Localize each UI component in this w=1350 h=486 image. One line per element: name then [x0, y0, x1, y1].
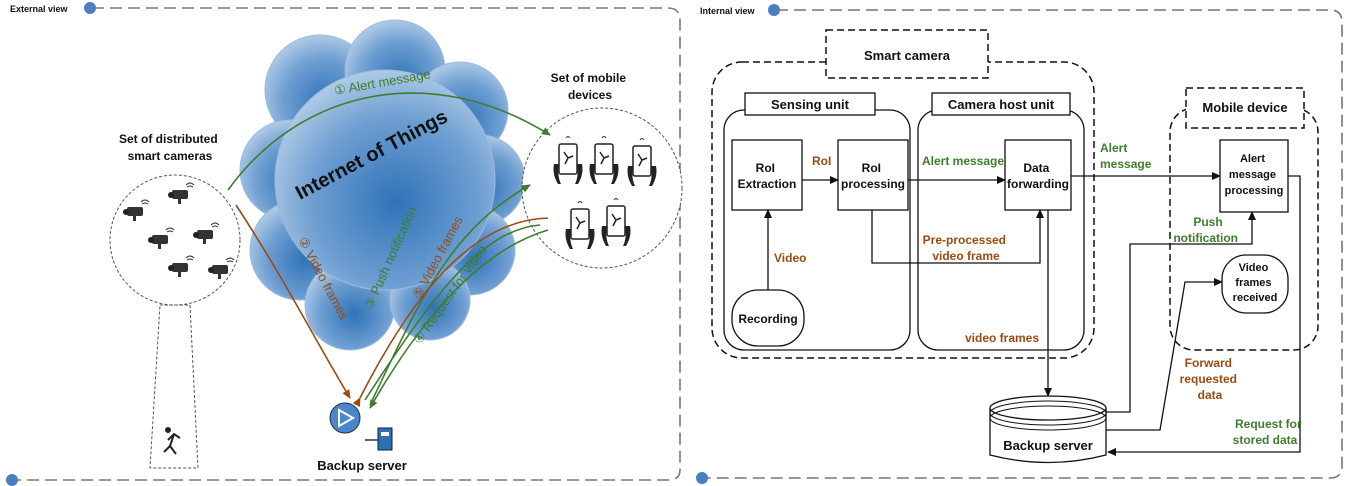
external-view-panel: External view — [6, 2, 681, 486]
internal-view-dot-bottom — [696, 472, 708, 484]
svg-text:RoI Extraction: RoI Extraction — [738, 161, 797, 191]
smart-camera-container: Smart camera — [711, 29, 1095, 359]
iot-cloud: Internet of Things — [239, 19, 526, 351]
svg-text:Data forwarding: Data forwarding — [1007, 161, 1069, 191]
internal-view-label: Internal view — [700, 6, 756, 16]
camera-host-unit-label: Camera host unit — [948, 97, 1055, 112]
video-frames-received-block: Video frames received — [1221, 254, 1289, 314]
data-forwarding-block: Data forwarding — [1004, 139, 1072, 211]
label-video: Video — [774, 251, 806, 265]
label-roi: RoI — [812, 154, 831, 168]
cameras-title: Set of distributed smart cameras — [119, 132, 221, 163]
label-alert-message-2: Alert message — [1100, 141, 1152, 171]
mobile-title: Set of mobile devices — [551, 71, 630, 102]
mobile-device-label: Mobile device — [1202, 100, 1287, 115]
external-view-label: External view — [10, 4, 69, 14]
sensing-unit-label: Sensing unit — [771, 97, 850, 112]
alert-processing-block: Alert message processing — [1219, 139, 1289, 213]
roi-extraction-block: RoI Extraction — [731, 139, 803, 211]
backup-server-internal: Backup server — [989, 395, 1107, 464]
recording-block: Recording — [731, 289, 805, 347]
backup-server-label-external: Backup server — [317, 458, 407, 473]
label-forward-requested: Forward requested data — [1180, 356, 1241, 402]
smart-camera-label: Smart camera — [864, 48, 951, 63]
backup-server-label: Backup server — [1003, 438, 1093, 453]
cameras-group: Set of distributed smart cameras — [109, 132, 241, 469]
mobile-device-container: Mobile device — [1169, 87, 1319, 351]
external-view-dot-bottom — [6, 474, 18, 486]
mobile-devices-group: Set of mobile devices — [521, 71, 683, 269]
sensing-unit: Sensing unit — [723, 92, 911, 351]
backup-server-external: Backup server — [317, 402, 407, 473]
roi-processing-block: RoI processing — [837, 139, 909, 211]
falling-person-icon — [163, 432, 181, 455]
svg-text:Video frames recei: Video frames received — [1233, 262, 1278, 304]
label-request-stored: Request for stored data — [1233, 417, 1305, 447]
svg-text:Alert message proc: Alert message processing — [1225, 153, 1284, 197]
label-push-notification: Push notification — [1173, 215, 1238, 245]
label-preprocessed: Pre-processed video frame — [923, 233, 1010, 263]
label-alert-message: Alert message — [922, 154, 1004, 168]
internal-view-dot-top — [768, 4, 780, 16]
external-view-dot-top — [84, 2, 96, 14]
internal-view-panel: Internal view — [696, 4, 1343, 484]
camera-host-unit: Camera host unit — [917, 92, 1085, 351]
svg-text:RoI processing: RoI processing — [841, 161, 905, 191]
internal-arrows — [764, 172, 1301, 456]
label-video-frames: video frames — [965, 331, 1039, 345]
svg-text:Recording: Recording — [738, 312, 797, 326]
